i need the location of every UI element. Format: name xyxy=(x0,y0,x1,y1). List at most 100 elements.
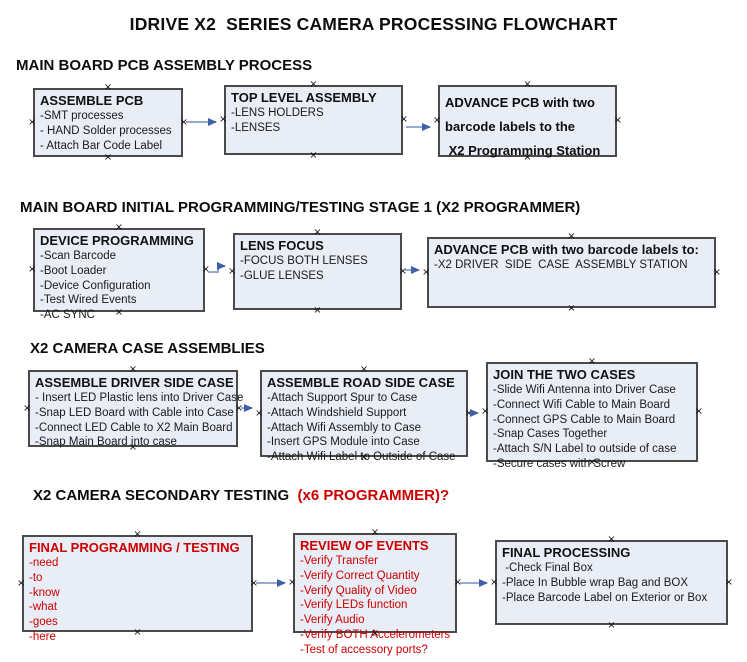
connection-point-icon[interactable]: × xyxy=(228,265,237,277)
connection-point-icon[interactable]: × xyxy=(114,307,124,318)
box-title: ASSEMBLE PCB xyxy=(40,93,144,108)
box-line: -Connect LED Cable to X2 Main Board xyxy=(35,421,233,434)
connection-point-icon[interactable]: × xyxy=(309,79,318,90)
box-line: -Insert GPS Module into Case xyxy=(267,436,420,449)
box-lines: -Attach Support Spur to Case-Attach Wind… xyxy=(267,391,460,465)
page-title: IDRIVE X2 SERIES CAMERA PROCESSING FLOWC… xyxy=(129,14,618,34)
box-title: LENS FOCUS xyxy=(240,238,324,253)
box-title: ASSEMBLE DRIVER SIDE CASE xyxy=(35,375,234,390)
connection-point-icon[interactable]: × xyxy=(219,114,228,125)
connection-point-icon[interactable]: × xyxy=(288,577,297,588)
connection-point-icon[interactable]: × xyxy=(28,264,37,275)
box-line: -Test of accessory ports? xyxy=(300,643,428,656)
connection-point-icon[interactable]: × xyxy=(567,231,576,242)
connection-point-icon[interactable]: × xyxy=(490,576,499,588)
connection-point-icon[interactable]: × xyxy=(359,364,369,375)
connection-point-icon[interactable]: × xyxy=(309,150,318,161)
connection-point-icon[interactable]: × xyxy=(587,356,597,367)
connection-point-icon[interactable]: × xyxy=(712,266,721,278)
box-line: -Attach Windshield Support xyxy=(267,406,407,419)
connection-point-icon[interactable]: × xyxy=(255,407,264,419)
connection-point-icon[interactable]: × xyxy=(103,82,113,93)
connection-point-icon[interactable]: × xyxy=(313,227,322,238)
box-advance-to-driver-side-station[interactable]: ADVANCE PCB with two barcode labels to: … xyxy=(422,232,721,314)
connection-point-icon[interactable]: × xyxy=(523,152,532,163)
connection-point-icon[interactable]: × xyxy=(567,303,576,314)
connection-point-icon[interactable]: × xyxy=(724,576,733,588)
box-line: -goes xyxy=(29,616,58,629)
box-assemble-road-side-case[interactable]: ASSEMBLE ROAD SIDE CASE -Attach Support … xyxy=(255,365,473,464)
connection-point-icon[interactable]: × xyxy=(464,407,473,419)
connection-point-icon[interactable]: × xyxy=(453,577,462,588)
connection-point-icon[interactable]: × xyxy=(313,305,322,316)
connection-point-icon[interactable]: × xyxy=(399,114,408,125)
connection-point-icon[interactable]: × xyxy=(370,527,380,538)
section-heading-secondary-testing: X2 CAMERA SECONDARY TESTING (x6 PROGRAMM… xyxy=(33,487,449,504)
connection-point-icon[interactable]: × xyxy=(433,115,442,126)
connection-point-icon[interactable]: × xyxy=(128,364,138,375)
connection-point-icon[interactable]: × xyxy=(359,452,369,463)
connection-point-icon[interactable]: × xyxy=(28,116,37,128)
connection-point-icon[interactable]: × xyxy=(370,628,380,639)
box-lines: -Verify Transfer -Verify Correct Quantity… xyxy=(300,554,450,658)
section-heading-initial-programming: MAIN BOARD INITIAL PROGRAMMING/TESTING S… xyxy=(20,199,581,216)
connection-point-icon[interactable]: × xyxy=(613,115,622,126)
box-line: -Verify Correct Quantity xyxy=(300,569,420,582)
box-assemble-driver-side-case[interactable]: ASSEMBLE DRIVER SIDE CASE - Insert LED P… xyxy=(23,365,243,453)
section-heading-case-assemblies: X2 CAMERA CASE ASSEMBLIES xyxy=(30,340,265,357)
box-line: -Verify Transfer xyxy=(300,555,378,567)
box-line: -SMT processes xyxy=(40,110,124,122)
connection-point-icon[interactable]: × xyxy=(17,577,26,589)
connection-point-icon[interactable]: × xyxy=(103,152,113,163)
connection-point-icon[interactable]: × xyxy=(422,266,431,278)
connection-point-icon[interactable]: × xyxy=(587,457,597,468)
connection-point-icon[interactable]: × xyxy=(481,406,490,417)
connection-point-icon[interactable]: × xyxy=(128,442,138,453)
connection-point-icon[interactable]: × xyxy=(694,406,703,417)
connection-point-icon[interactable]: × xyxy=(114,222,124,233)
connector-arrow-device-to-lensfocus[interactable] xyxy=(208,262,226,273)
box-final-processing[interactable]: FINAL PROCESSING -Check Final Box-Place … xyxy=(490,535,733,631)
connection-point-icon[interactable]: × xyxy=(523,79,532,90)
box-line: -Snap Main Board into case xyxy=(35,436,177,449)
connection-point-icon[interactable]: × xyxy=(133,529,142,540)
connection-point-icon[interactable]: × xyxy=(23,402,32,414)
box-lines: -Check Final Box-Place In Bubble wrap Ba… xyxy=(502,561,720,605)
connection-point-icon[interactable]: × xyxy=(607,620,616,631)
box-device-programming[interactable]: DEVICE PROGRAMMING -Scan Barcode-Boot Lo… xyxy=(28,223,210,322)
box-line: -what xyxy=(29,601,58,614)
box-line: -Attach S/N Label to outside of case xyxy=(493,443,677,456)
box-assemble-pcb[interactable]: ASSEMBLE PCB -SMT processes- HAND Solder… xyxy=(28,83,188,163)
box-join-the-two-cases[interactable]: JOIN THE TWO CASES -Slide Wifi Antenna i… xyxy=(481,357,703,470)
box-line: -AC SYNC xyxy=(40,309,95,322)
box-line: -Connect Wifi Cable to Main Board xyxy=(493,398,671,411)
box-title: ADVANCE PCB with two barcode labels to: xyxy=(434,242,699,257)
box-line: -Test Wired Events xyxy=(40,294,137,307)
connection-point-icon[interactable]: × xyxy=(607,534,616,545)
box-line: -FOCUS BOTH LENSES xyxy=(240,255,368,267)
connection-point-icon[interactable]: × xyxy=(133,627,142,638)
connection-point-icon[interactable]: × xyxy=(234,402,243,414)
box-line: -Scan Barcode xyxy=(40,250,117,262)
connection-point-icon[interactable]: × xyxy=(179,116,188,128)
box-line: -here xyxy=(29,630,56,643)
connection-point-icon[interactable]: × xyxy=(398,265,407,277)
box-line: - Attach Bar Code Label xyxy=(40,139,163,152)
box-review-of-events[interactable]: REVIEW OF EVENTS -Verify Transfer-Verify… xyxy=(288,528,462,656)
box-lens-focus[interactable]: LENS FOCUS -FOCUS BOTH LENSES-GLUE LENSE… xyxy=(228,228,407,316)
box-final-programming-testing[interactable]: FINAL PROGRAMMING / TESTING -need-to-kno… xyxy=(17,530,258,643)
connection-point-icon[interactable]: × xyxy=(201,264,210,275)
box-title: REVIEW OF EVENTS xyxy=(300,538,429,553)
connection-point-icon[interactable]: × xyxy=(249,577,258,589)
box-line: -Attach Wifi Assembly to Case xyxy=(267,421,422,434)
section-heading-pcb-assembly: MAIN BOARD PCB ASSEMBLY PROCESS xyxy=(16,57,313,74)
box-line: -Place In Bubble wrap Bag and BOX xyxy=(502,576,689,589)
box-lines: -SMT processes- HAND Solder processes- A… xyxy=(40,109,175,153)
box-line: -Device Configuration xyxy=(40,279,151,292)
box-line: -Snap LED Board with Cable into Case xyxy=(35,406,234,419)
box-top-level-assembly[interactable]: TOP LEVEL ASSEMBLY -LENS HOLDERS-LENSES … xyxy=(219,80,408,161)
